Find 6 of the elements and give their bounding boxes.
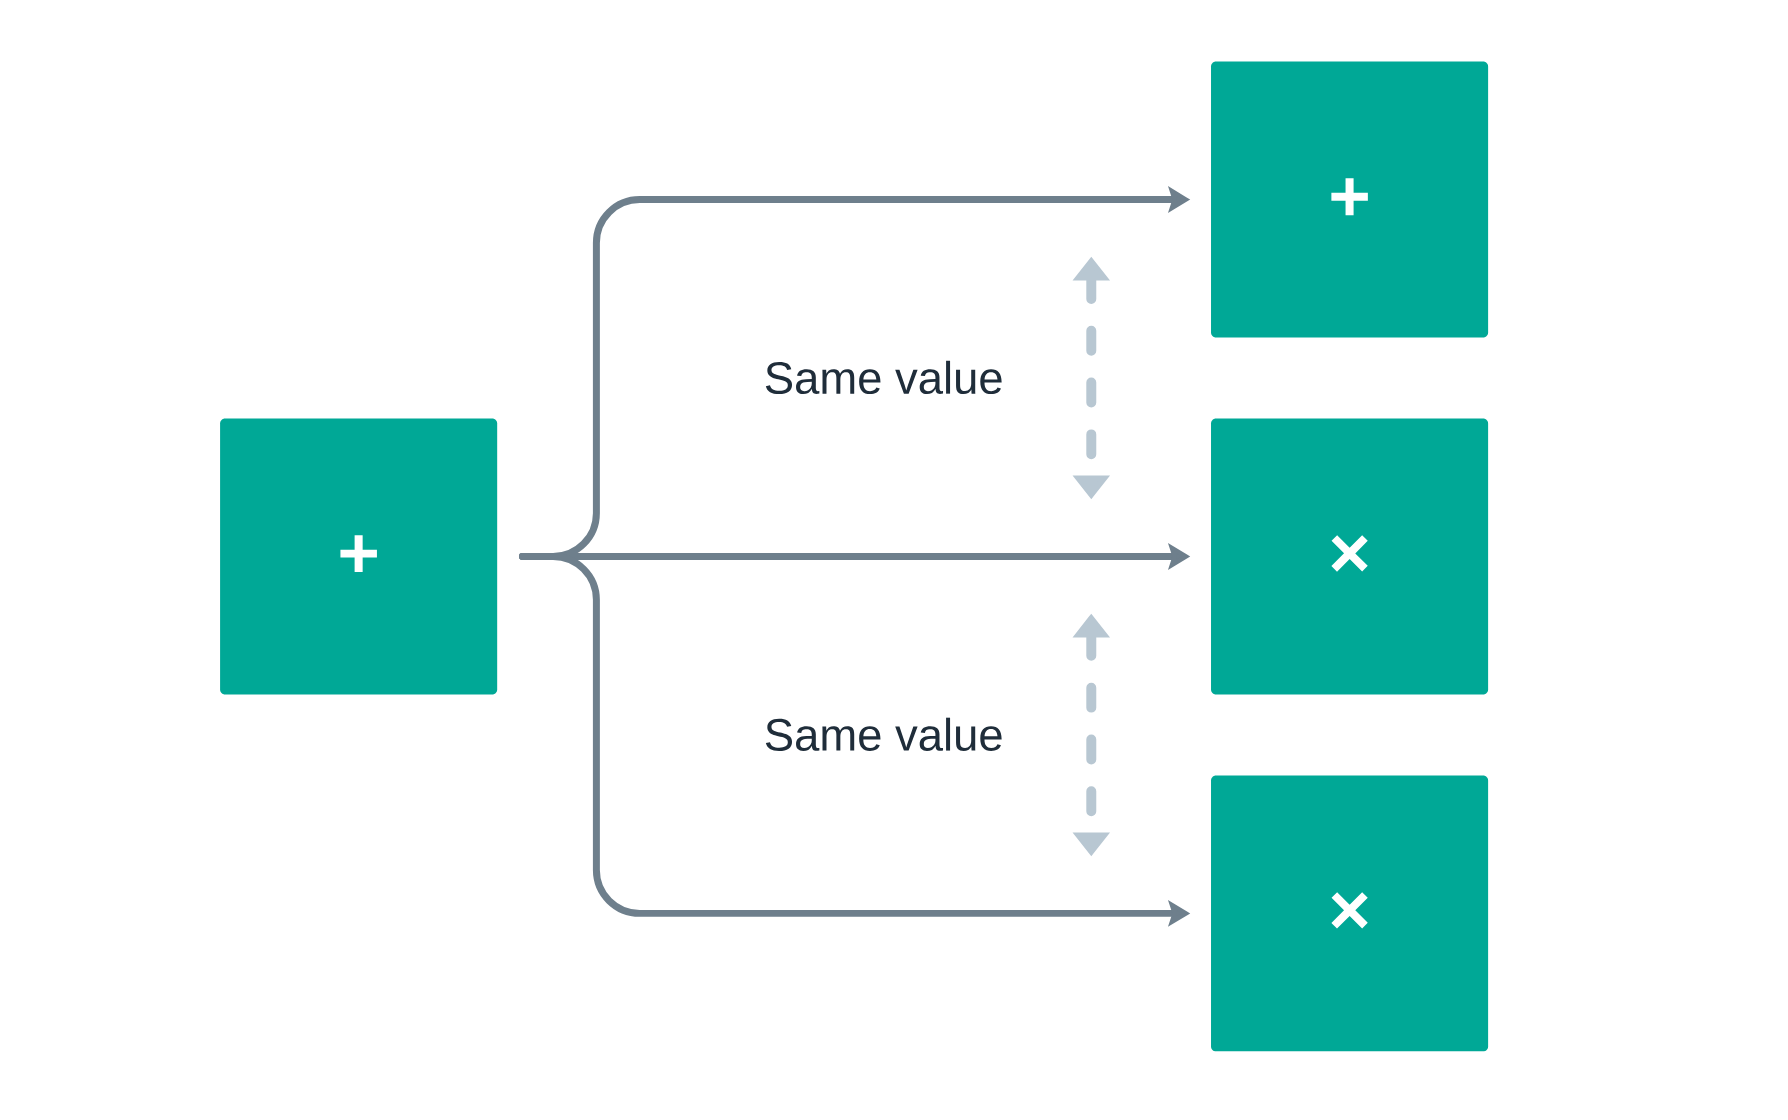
operator-box: +	[1211, 61, 1489, 338]
operator-box: ×	[1211, 775, 1489, 1052]
operator-box: +	[220, 418, 498, 695]
operator-box: ×	[1211, 418, 1489, 695]
value-note: Same value	[765, 360, 1002, 395]
value-note: Same value	[765, 717, 1002, 752]
